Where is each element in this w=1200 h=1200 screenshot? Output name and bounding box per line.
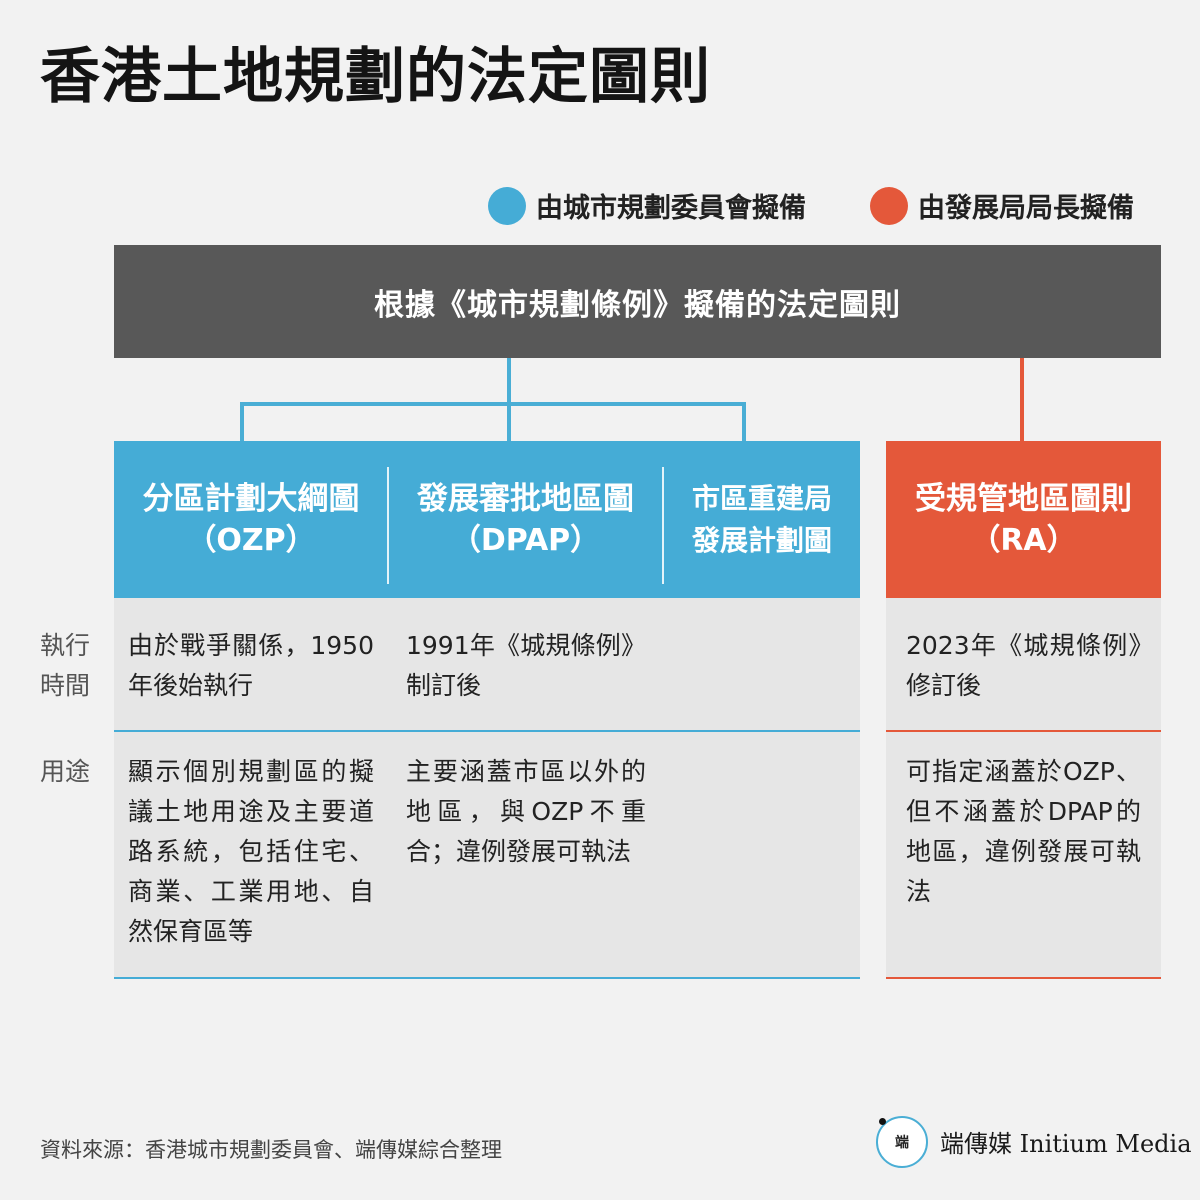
body-blue <box>114 598 860 978</box>
blue-dot-icon <box>488 186 526 225</box>
legend-label-devb: 由發展局局長擬備 <box>918 193 1134 224</box>
legend-label-tpb: 由城市規劃委員會擬備 <box>536 193 806 224</box>
bottom-border <box>886 977 1161 979</box>
top-box: 根據《城市規劃條例》擬備的法定圖則 <box>114 245 1161 358</box>
connector-main-blue <box>507 358 511 442</box>
row-divider <box>886 730 1161 732</box>
cell-usage-ozp: 顯示個別規劃區的擬議土地用途及主要道路系統，包括住宅、商業、工業用地、自然保育區… <box>128 757 374 946</box>
body-red <box>886 598 1161 978</box>
cell-timing-ozp: 由於戰爭關係，1950年後始執行 <box>128 631 374 700</box>
header-ra: 受規管地區圖則 （RA） <box>886 441 1161 598</box>
page-title: 香港土地規劃的法定圖則 <box>40 42 711 112</box>
header-ura-line2: 發展計劃圖 <box>691 523 832 557</box>
logo-dot-icon <box>879 1118 886 1125</box>
row-divider <box>114 730 860 732</box>
row-label-timing: 執行時間 <box>40 631 91 700</box>
connector-ozp <box>240 402 244 442</box>
header-ozp: 分區計劃大綱圖 （OZP） <box>114 441 388 598</box>
header-ozp-abbr: （OZP） <box>186 522 316 558</box>
header-ozp-name: 分區計劃大綱圖 <box>142 480 360 517</box>
cell-timing-ra: 2023年《城規條例》修訂後 <box>906 631 1141 700</box>
header-ura: 市區重建局 發展計劃圖 <box>664 441 860 598</box>
header-divider <box>662 467 664 584</box>
logo-glyph: 端 <box>895 1135 909 1151</box>
cell-usage-dpap: 主要涵蓋市區以外的地區，與OZP不重合；違例發展可執法 <box>406 757 646 866</box>
initium-logo-icon: 端 <box>876 1116 928 1168</box>
legend-item-devb: 由發展局局長擬備 <box>870 186 1134 225</box>
header-blue-band <box>114 441 860 598</box>
footer-source: 資料來源：香港城市規劃委員會、端傳媒綜合整理 <box>40 1138 502 1162</box>
bottom-border <box>114 977 860 979</box>
connector-horizontal-blue <box>240 402 746 406</box>
connector-ura <box>742 402 746 442</box>
header-ra-abbr: （RA） <box>970 522 1077 558</box>
row-label-usage: 用途 <box>40 757 91 786</box>
legend-item-tpb: 由城市規劃委員會擬備 <box>488 186 806 225</box>
header-divider <box>387 467 389 584</box>
header-ra-name: 受規管地區圖則 <box>915 480 1132 517</box>
header-ura-line1: 市區重建局 <box>691 481 832 515</box>
red-dot-icon <box>870 186 908 225</box>
header-dpap: 發展審批地區圖 （DPAP） <box>389 441 662 598</box>
brand-name: 端傳媒 Initium Media <box>940 1130 1192 1158</box>
cell-timing-dpap: 1991年《城規條例》制訂後 <box>406 631 646 700</box>
header-dpap-abbr: （DPAP） <box>450 522 601 558</box>
cell-usage-ra: 可指定涵蓋於OZP、但不涵蓋於DPAP的地區，違例發展可執法 <box>906 757 1141 906</box>
connector-ra <box>1020 358 1024 442</box>
header-dpap-name: 發展審批地區圖 <box>417 480 634 517</box>
